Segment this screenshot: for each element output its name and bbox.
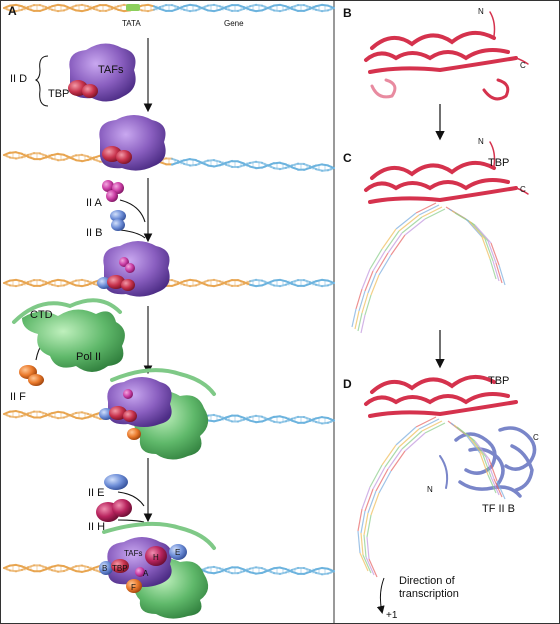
dna-structure-c bbox=[351, 202, 506, 334]
tf2b-label: TF II B bbox=[482, 503, 515, 515]
panel-d-c: C bbox=[533, 433, 539, 442]
panel-b: B N C bbox=[343, 6, 529, 101]
preinitiation-complex bbox=[99, 521, 216, 619]
panel-c-tbp: TBP bbox=[488, 157, 509, 169]
panel-c-n: N bbox=[478, 137, 484, 146]
panel-c: C N C TBP bbox=[343, 137, 529, 334]
dna-strands bbox=[3, 3, 335, 576]
pic-a-label: A bbox=[143, 569, 149, 578]
panel-a-letter: A bbox=[8, 4, 17, 18]
transcription-direction-arrow bbox=[376, 577, 385, 614]
pic-tafs-label: TAFs bbox=[124, 549, 143, 558]
dna-structure-d bbox=[357, 416, 506, 578]
pol2-label: Pol II bbox=[76, 351, 101, 363]
tfiia bbox=[102, 180, 124, 202]
iid-label: II D bbox=[10, 73, 27, 85]
pic-e-label: E bbox=[175, 548, 180, 557]
tata-label: TATA bbox=[122, 19, 141, 28]
plus-one-label: +1 bbox=[386, 610, 398, 621]
iia-label: II A bbox=[86, 197, 103, 209]
tfiid-complex bbox=[68, 43, 136, 102]
iih-label: II H bbox=[88, 521, 105, 533]
preinitiation-partial bbox=[99, 368, 216, 460]
pic-h-label: H bbox=[153, 553, 159, 562]
ctd-label: CTD bbox=[30, 309, 53, 321]
panel-a: A TATA Gene TAFs TBP II D bbox=[8, 4, 244, 619]
panel-d-n: N bbox=[427, 485, 433, 494]
tata-box bbox=[126, 4, 140, 11]
tf2b-structure bbox=[439, 426, 537, 498]
tfiid-iia-iib-complex bbox=[97, 241, 170, 297]
pol-ii bbox=[12, 298, 125, 372]
tfiib bbox=[110, 210, 126, 231]
pic-f-label: F bbox=[131, 583, 136, 592]
tfiie bbox=[104, 474, 128, 490]
direction-line2: transcription bbox=[399, 588, 459, 600]
pic-b-label: B bbox=[102, 564, 107, 573]
iie-label: II E bbox=[88, 487, 105, 499]
panel-c-letter: C bbox=[343, 151, 352, 165]
tfiif bbox=[19, 365, 44, 386]
panel-b-c: C bbox=[520, 61, 526, 70]
dna-helix bbox=[3, 151, 335, 172]
tbp-structure-d bbox=[364, 374, 518, 418]
panel-d-tbp: TBP bbox=[488, 375, 509, 387]
tfiid-bound bbox=[99, 115, 166, 171]
panel-b-letter: B bbox=[343, 6, 352, 20]
tbp-structure-b bbox=[364, 11, 529, 101]
panel-b-n: N bbox=[478, 7, 484, 16]
pic-tbp-label: TBP bbox=[112, 564, 128, 573]
iid-brace bbox=[34, 55, 49, 107]
direction-line1: Direction of bbox=[399, 575, 456, 587]
tafs-label: TAFs bbox=[98, 64, 124, 76]
tbp-structure-c bbox=[364, 141, 529, 204]
panel-c-c: C bbox=[520, 185, 526, 194]
panel-d: D TBP C N TF II B Direction of transcrip… bbox=[343, 374, 539, 621]
tbp-label: TBP bbox=[48, 88, 69, 100]
panel-d-letter: D bbox=[343, 377, 352, 391]
iif-label: II F bbox=[10, 391, 26, 403]
gene-label: Gene bbox=[224, 19, 244, 28]
dna-helix bbox=[3, 3, 335, 13]
tfiih bbox=[96, 499, 132, 522]
iib-label: II B bbox=[86, 227, 103, 239]
